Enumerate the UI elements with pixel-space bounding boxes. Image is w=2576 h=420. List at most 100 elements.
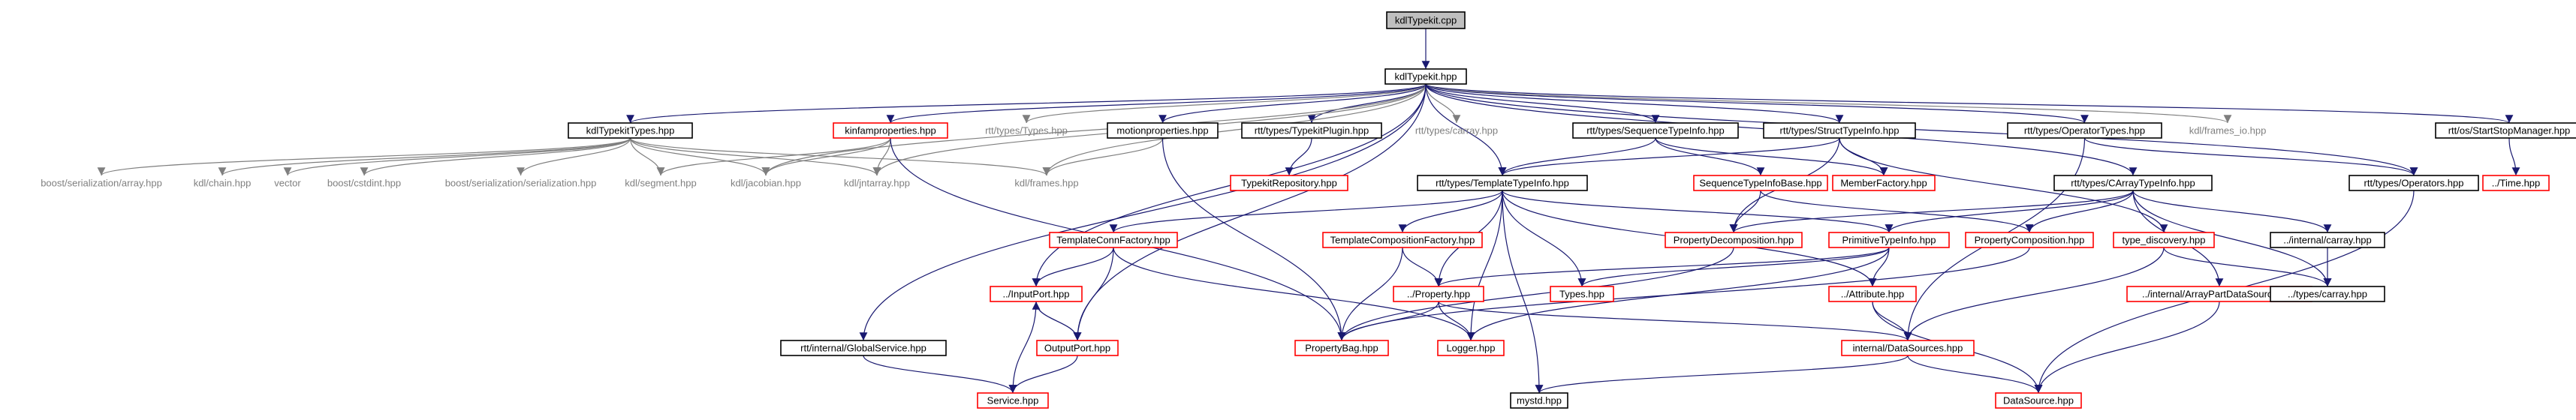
node-sequencetypeinfo-hpp[interactable]: rtt/types/SequenceTypeInfo.hpp — [1572, 122, 1739, 139]
node-box — [2435, 122, 2576, 139]
node-box — [1693, 175, 1828, 191]
node-label: kinfamproperties.hpp — [845, 125, 935, 136]
node-label: rtt/types/TypekitPlugin.hpp — [1255, 125, 1369, 136]
edge-globalservice-hpp-to-service-hpp — [863, 355, 1017, 394]
node-internal-carray-hpp[interactable]: ../internal/carray.hpp — [2270, 232, 2385, 248]
node-types-carray-hpp[interactable]: ../types/carray.hpp — [2270, 286, 2385, 302]
node-label: rtt/internal/GlobalService.hpp — [800, 343, 926, 354]
edge-sequencetypeinfo-hpp-to-sequencetypeinfobase-hpp — [1655, 137, 1765, 176]
edge-startstopmanager-hpp-to-time-hpp — [2508, 137, 2520, 176]
node-box — [2007, 122, 2162, 139]
node-service-hpp[interactable]: Service.hpp — [977, 392, 1049, 409]
node-kdltypekit-hpp[interactable]: kdlTypekit.hpp — [1384, 68, 1467, 85]
node-label: motionproperties.hpp — [1116, 125, 1208, 136]
node-label: ../types/carray.hpp — [2288, 289, 2367, 300]
edge-kdltypekit-hpp-to-kdltypekittypes-hpp — [626, 83, 1427, 124]
node-structtypeinfo-hpp[interactable]: rtt/types/StructTypeInfo.hpp — [1763, 122, 1916, 139]
node-box — [2270, 232, 2385, 248]
node-typekitrepository-hpp[interactable]: TypekitRepository.hpp — [1230, 175, 1348, 191]
node-time-hpp[interactable]: ../Time.hpp — [2482, 175, 2550, 191]
node-templatetypeinfo-hpp[interactable]: rtt/types/TemplateTypeInfo.hpp — [1417, 175, 1588, 191]
edge-kinfamproperties-hpp-to-kdl-jntarray-hpp — [872, 137, 891, 176]
edge-sequencetypeinfo-hpp-to-templatetypeinfo-hpp — [1498, 137, 1656, 176]
node-boost-cstdint-hpp: boost/cstdint.hpp — [327, 178, 401, 189]
node-box — [2349, 175, 2479, 191]
node-attribute-hpp[interactable]: ../Attribute.hpp — [1828, 286, 1917, 302]
edge-carraytypeinfo-hpp-to-propertycomposition-hpp — [2025, 190, 2134, 233]
node-types-hpp[interactable]: Types.hpp — [1550, 286, 1614, 302]
node-label: MemberFactory.hpp — [1840, 178, 1927, 189]
edge-kdltypekit-hpp-to-kdl-jacobian-hpp — [761, 83, 1427, 176]
node-label: ../internal/ArrayPartDataSource.hpp — [2142, 289, 2297, 300]
node-root[interactable]: kdlTypekit.cpp — [1386, 11, 1466, 29]
node-label: kdl/frames.hpp — [1014, 178, 1078, 189]
node-box — [1437, 340, 1505, 356]
node-typekitplugin-hpp[interactable]: rtt/types/TypekitPlugin.hpp — [1241, 122, 1382, 139]
node-primitivetypeinfo-hpp[interactable]: PrimitiveTypeInfo.hpp — [1828, 232, 1950, 248]
node-sequencetypeinfobase-hpp[interactable]: SequenceTypeInfoBase.hpp — [1693, 175, 1828, 191]
node-datasource-hpp[interactable]: DataSource.hpp — [1995, 392, 2082, 409]
node-carraytypeinfo-hpp[interactable]: rtt/types/CArrayTypeInfo.hpp — [2053, 175, 2213, 191]
edge-primitivetypeinfo-hpp-to-property-hpp — [1434, 247, 1890, 287]
node-label: boost/cstdint.hpp — [327, 178, 401, 189]
node-box — [1384, 68, 1467, 85]
edge-kdltypekit-hpp-to-templatetypeinfo-hpp — [1425, 83, 1507, 176]
edge-property-hpp-to-internal-datasources-hpp — [1438, 301, 1912, 341]
edge-templatetypeinfo-hpp-to-mystd-hpp — [1502, 190, 1544, 394]
node-label: type_discovery.hpp — [2122, 235, 2205, 246]
node-kdl-jacobian-hpp: kdl/jacobian.hpp — [731, 178, 801, 189]
node-label: ../InputPort.hpp — [1003, 289, 1070, 300]
node-motionproperties-hpp[interactable]: motionproperties.hpp — [1107, 122, 1219, 139]
edge-kdltypekittypes-hpp-to-boost-array-hpp — [97, 137, 631, 176]
node-label: rtt/os/StartStopManager.hpp — [2448, 125, 2571, 136]
node-propertycomposition-hpp[interactable]: PropertyComposition.hpp — [1965, 232, 2094, 248]
node-box — [1049, 232, 1178, 248]
node-label: boost/serialization/array.hpp — [41, 178, 162, 189]
node-propertydecomposition-hpp[interactable]: PropertyDecomposition.hpp — [1665, 232, 1803, 248]
node-templateconnfactory-hpp[interactable]: TemplateConnFactory.hpp — [1049, 232, 1178, 248]
node-box — [1763, 122, 1916, 139]
node-kinfamproperties-hpp[interactable]: kinfamproperties.hpp — [833, 122, 948, 139]
node-label: kdl/jntarray.hpp — [844, 178, 910, 189]
node-label: vector — [274, 178, 301, 189]
node-kdl-frames-io-hpp: kdl/frames_io.hpp — [2189, 125, 2267, 136]
node-label: DataSource.hpp — [2003, 395, 2074, 406]
node-label: rtt/types/CArrayTypeInfo.hpp — [2071, 178, 2195, 189]
node-operatortypes-hpp[interactable]: rtt/types/OperatorTypes.hpp — [2007, 122, 2162, 139]
node-memberfactory-hpp[interactable]: MemberFactory.hpp — [1832, 175, 1936, 191]
node-label: kdl/segment.hpp — [625, 178, 696, 189]
node-label: Logger.hpp — [1446, 343, 1495, 354]
node-inputport-hpp[interactable]: ../InputPort.hpp — [990, 286, 1083, 302]
edge-templatetypeinfo-hpp-to-templatecompositionfactory-hpp — [1398, 190, 1503, 233]
node-kdltypekittypes-hpp[interactable]: kdlTypekitTypes.hpp — [568, 122, 693, 139]
nodes-layer: kdlTypekit.cpp kdlTypekit.hpp kdlTypekitTy… — [41, 11, 2576, 409]
node-outputport-hpp[interactable]: OutputPort.hpp — [1036, 340, 1119, 356]
edge-structtypeinfo-hpp-to-templatetypeinfo-hpp — [1498, 137, 1840, 176]
node-templatecompositionfactory-hpp[interactable]: TemplateCompositionFactory.hpp — [1322, 232, 1483, 248]
node-kdl-jntarray-hpp: kdl/jntarray.hpp — [844, 178, 910, 189]
node-box — [568, 122, 693, 139]
node-kdl-chain-hpp: kdl/chain.hpp — [194, 178, 252, 189]
edge-primitivetypeinfo-hpp-to-attribute-hpp — [1868, 247, 1890, 287]
edge-kdltypekittypes-hpp-to-vector — [283, 137, 631, 176]
node-startstopmanager-hpp[interactable]: rtt/os/StartStopManager.hpp — [2435, 122, 2576, 139]
edge-kdltypekit-hpp-to-kinfamproperties-hpp — [886, 83, 1427, 124]
node-rtt-operators-hpp[interactable]: rtt/types/Operators.hpp — [2349, 175, 2479, 191]
edge-kinfamproperties-hpp-to-kdl-jacobian-hpp — [761, 137, 891, 176]
edge-property-hpp-to-logger-hpp — [1438, 301, 1475, 341]
node-box — [1036, 340, 1119, 356]
node-box — [1841, 340, 1975, 356]
edge-motionproperties-hpp-to-kdl-frames-hpp — [1042, 137, 1164, 176]
node-label: kdl/chain.hpp — [194, 178, 252, 189]
node-property-hpp[interactable]: ../Property.hpp — [1393, 286, 1484, 302]
edge-outputport-hpp-to-inputport-hpp — [1032, 301, 1078, 341]
node-propertybag-hpp[interactable]: PropertyBag.hpp — [1294, 340, 1389, 356]
node-label: kdl/frames_io.hpp — [2189, 125, 2267, 136]
node-type-discovery-hpp[interactable]: type_discovery.hpp — [2113, 232, 2215, 248]
node-internal-datasources-hpp[interactable]: internal/DataSources.hpp — [1841, 340, 1975, 356]
node-logger-hpp[interactable]: Logger.hpp — [1437, 340, 1505, 356]
node-mystd-hpp[interactable]: mystd.hpp — [1510, 392, 1568, 409]
node-boost-array-hpp: boost/serialization/array.hpp — [41, 178, 162, 189]
node-globalservice-hpp[interactable]: rtt/internal/GlobalService.hpp — [780, 340, 947, 356]
